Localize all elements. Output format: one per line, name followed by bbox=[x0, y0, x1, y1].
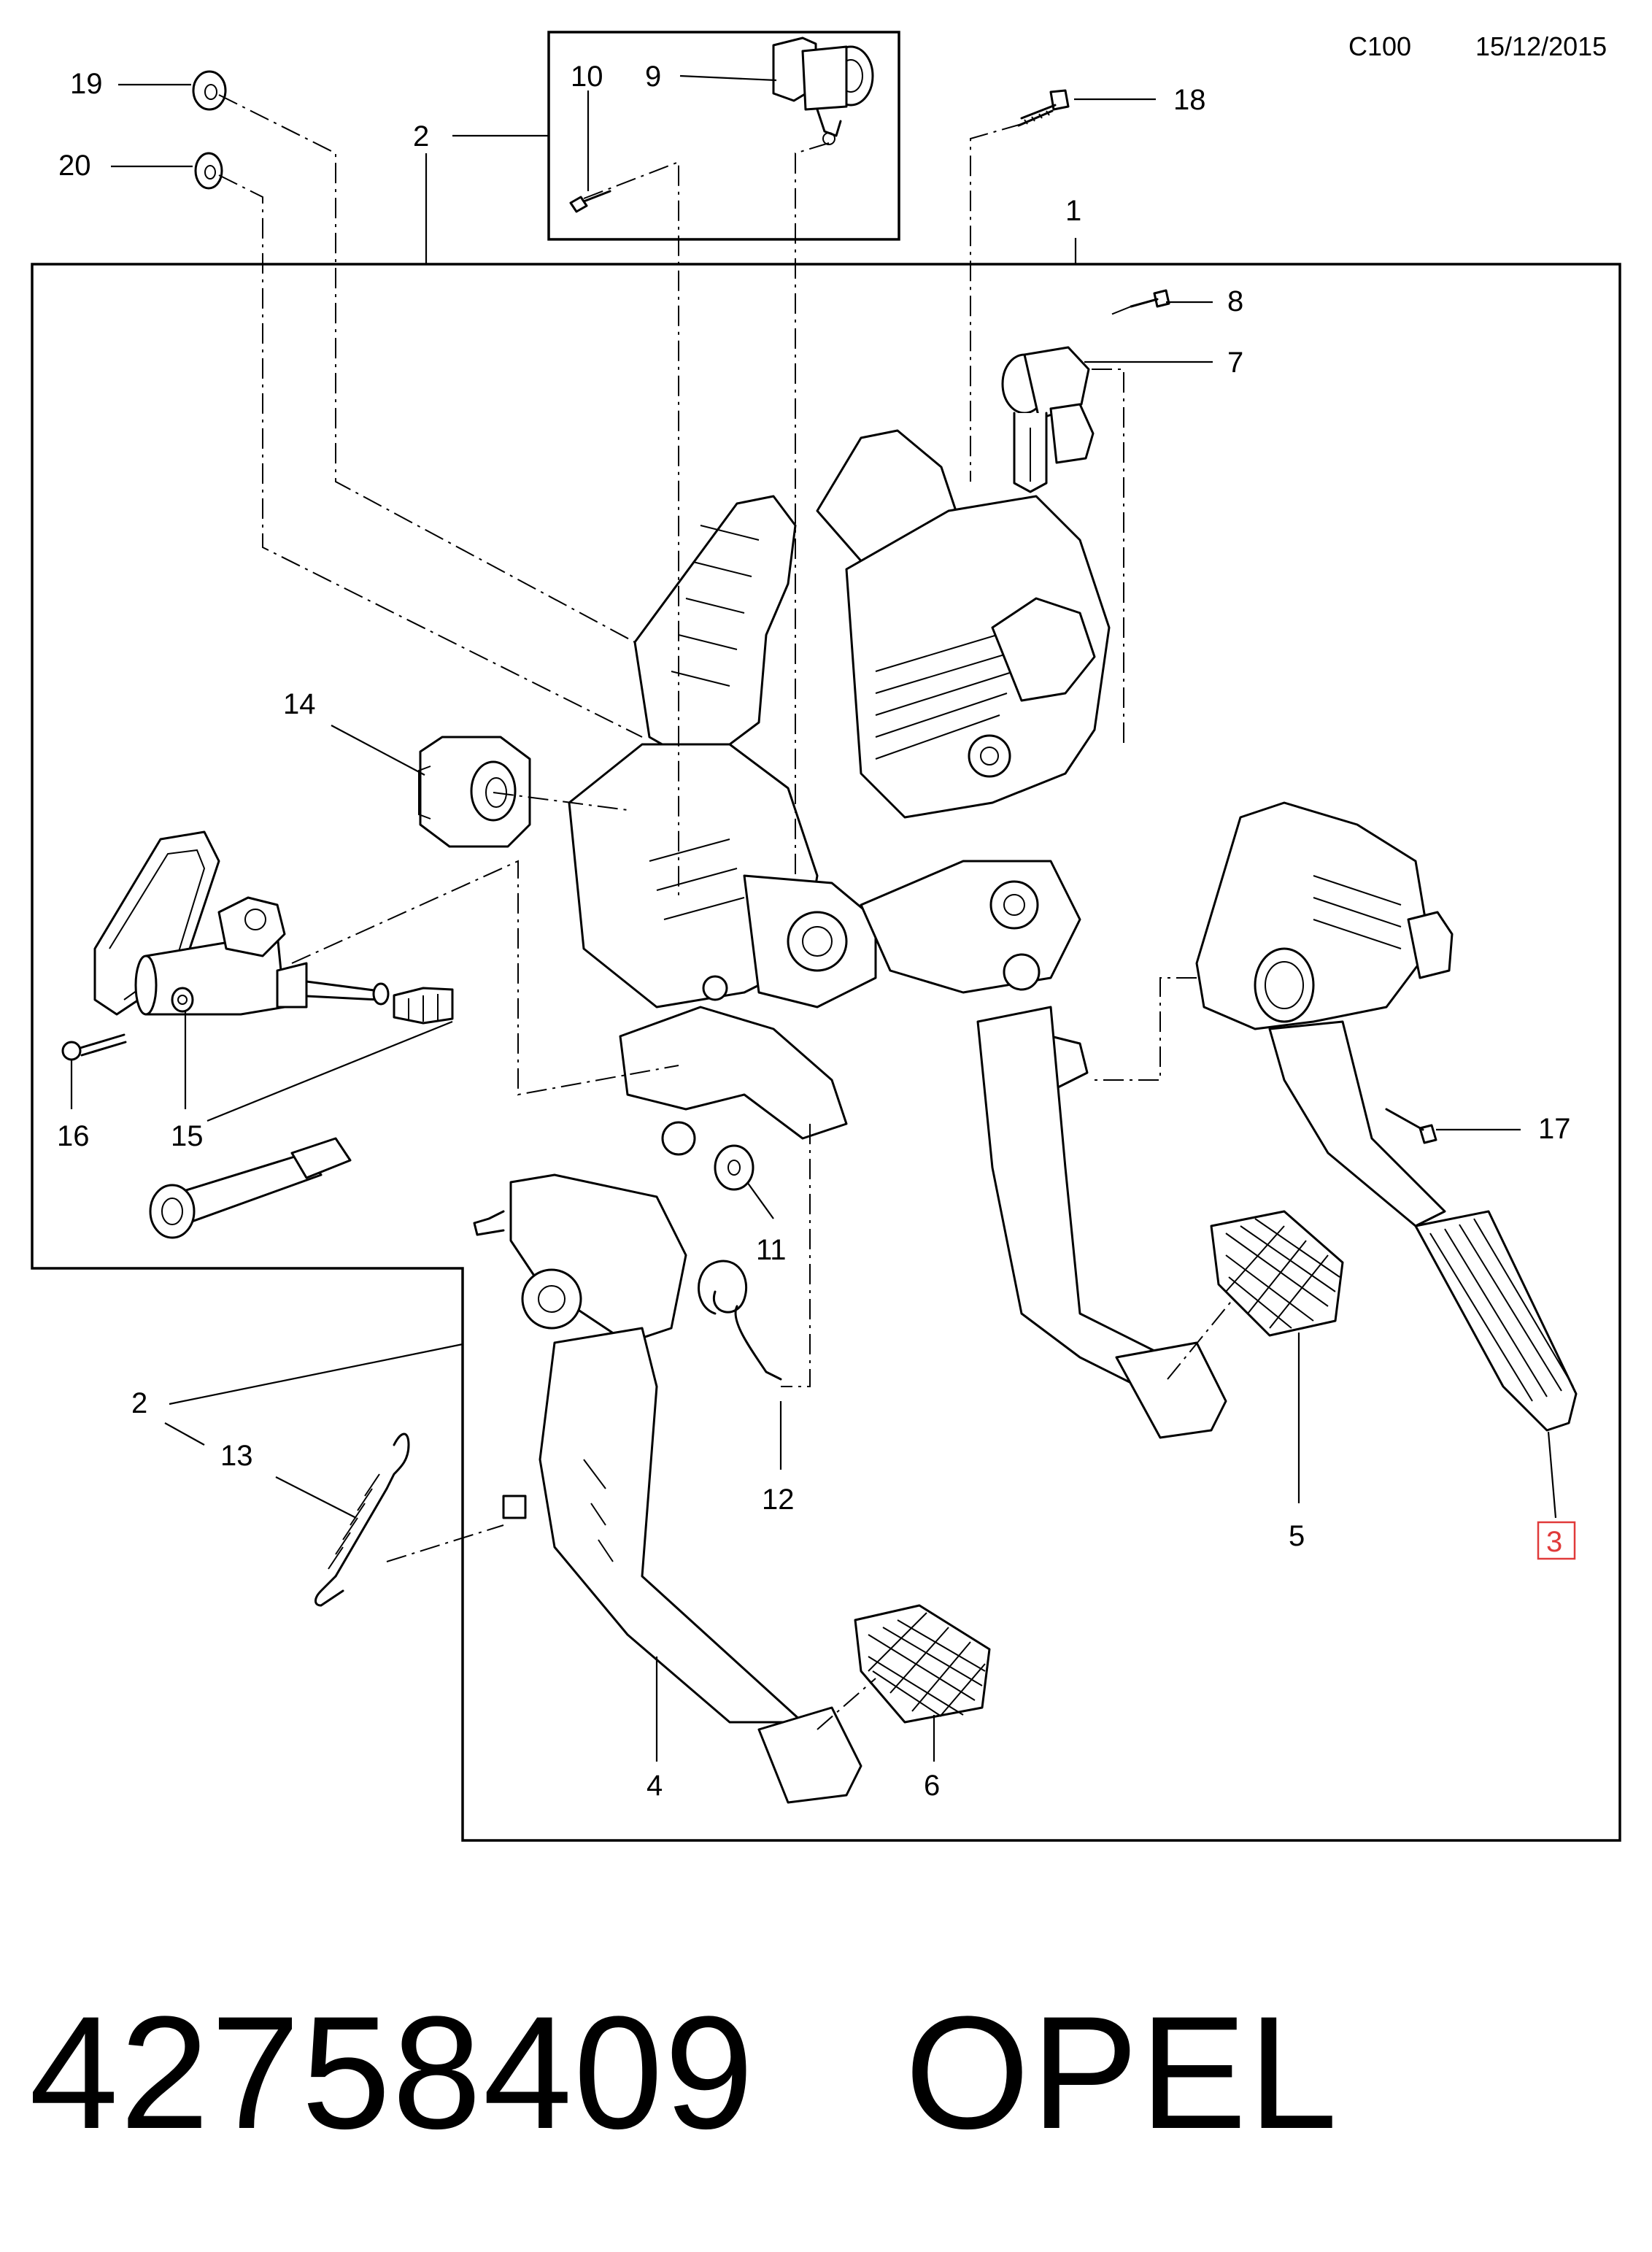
callout-10: 10 bbox=[571, 61, 603, 93]
callout-11: 11 bbox=[756, 1234, 787, 1266]
clutch-pedal-4-part bbox=[473, 1173, 862, 1804]
leader-3 bbox=[1547, 1431, 1557, 1519]
leader-9 bbox=[679, 74, 777, 82]
accelerator-pedal-3-part bbox=[1195, 801, 1578, 1432]
screw-10-part bbox=[569, 190, 611, 213]
spring-13-part bbox=[314, 1432, 410, 1607]
part-number: 42758409 bbox=[29, 1983, 755, 2162]
master-cylinder-part bbox=[93, 830, 454, 1025]
diagram-date: 15/12/2015 bbox=[1475, 31, 1607, 61]
callout-3-highlight bbox=[1537, 1521, 1576, 1560]
spring-12-part bbox=[698, 1260, 782, 1381]
callout-12: 12 bbox=[762, 1484, 795, 1516]
bolt-16-part bbox=[61, 1033, 127, 1061]
callout-8: 8 bbox=[1227, 285, 1243, 317]
mount-14-part bbox=[418, 736, 531, 848]
brake-pad-5-part bbox=[1210, 1210, 1344, 1337]
pivot-pin-part bbox=[149, 1137, 352, 1239]
switch-9-part bbox=[772, 36, 874, 145]
callout-7: 7 bbox=[1227, 347, 1243, 379]
leader-2-13 bbox=[164, 1422, 205, 1446]
callout-2-top: 2 bbox=[413, 120, 429, 153]
callout-17: 17 bbox=[1538, 1113, 1571, 1145]
brake-pedal-part bbox=[976, 1006, 1227, 1439]
callout-9: 9 bbox=[645, 61, 661, 93]
callout-2-bottom: 2 bbox=[131, 1387, 147, 1419]
clutch-pad-6-part bbox=[854, 1604, 991, 1724]
sensor-7-part bbox=[1001, 346, 1095, 493]
callout-16: 16 bbox=[57, 1120, 90, 1152]
callout-6: 6 bbox=[924, 1770, 940, 1802]
pedal-bracket-part bbox=[568, 429, 1111, 1156]
callout-20: 20 bbox=[58, 150, 91, 182]
callout-4: 4 bbox=[646, 1770, 663, 1802]
callout-1: 1 bbox=[1065, 195, 1081, 227]
leader-2-bottom bbox=[169, 1343, 463, 1405]
callout-14: 14 bbox=[283, 688, 316, 720]
diagram-code: C100 bbox=[1348, 31, 1411, 61]
brand-name: OPEL bbox=[905, 1983, 1339, 2162]
leader-15b bbox=[206, 1020, 453, 1122]
leader-11 bbox=[746, 1181, 774, 1219]
washer-19-part bbox=[192, 70, 227, 111]
callout-18: 18 bbox=[1173, 84, 1206, 116]
nut-20-part bbox=[194, 152, 223, 190]
leader-14 bbox=[331, 725, 425, 776]
callout-15: 15 bbox=[171, 1120, 204, 1152]
callout-5: 5 bbox=[1289, 1520, 1305, 1552]
screw-17-part bbox=[1385, 1108, 1437, 1144]
callout-19: 19 bbox=[70, 68, 103, 100]
callout-3: 3 bbox=[1546, 1526, 1562, 1558]
screw-8-part bbox=[1130, 289, 1170, 308]
bolt-18-part bbox=[1017, 89, 1070, 127]
leader-13 bbox=[275, 1476, 357, 1519]
callout-13: 13 bbox=[220, 1440, 253, 1472]
assembly-frame bbox=[31, 263, 1621, 1842]
clip-11-part bbox=[714, 1144, 754, 1191]
